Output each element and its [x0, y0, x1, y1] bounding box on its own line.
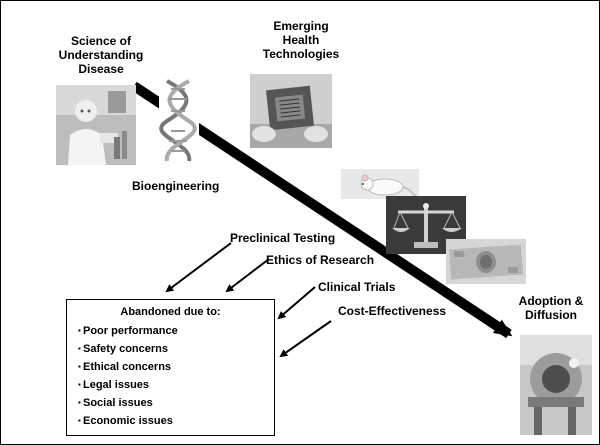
emerging-tech-label-line-2: Health	[282, 33, 320, 47]
abandoned-reasons-box: Abandoned due to: ▪Poor performance▪Safe…	[66, 299, 275, 436]
arrow-ethics	[225, 258, 270, 293]
microchip-photo	[250, 74, 332, 148]
abandoned-reason-text: Economic issues	[83, 415, 173, 427]
science-label-line-1: Science of	[70, 34, 132, 48]
money-photo	[446, 239, 526, 284]
arrow-preclinical	[165, 242, 232, 293]
adoption-label-line-1: Adoption &	[518, 294, 584, 308]
abandoned-title: Abandoned due to:	[120, 306, 221, 318]
adoption-label-line-2: Diffusion	[525, 308, 577, 322]
emerging-tech-label: Emerging Health Technologies	[246, 19, 356, 61]
abandoned-reason-item: ▪Economic issues	[78, 412, 178, 430]
abandoned-reason-text: Ethical concerns	[83, 361, 172, 373]
bullet-icon: ▪	[78, 344, 81, 353]
lab-mouse-photo	[341, 169, 419, 199]
abandoned-reason-item: ▪Poor performance	[78, 322, 178, 340]
arrow-cost	[279, 320, 332, 358]
abandoned-reason-text: Safety concerns	[83, 343, 168, 355]
preclinical-testing-label: Preclinical Testing	[230, 231, 336, 245]
science-label: Science of Understanding Disease	[51, 34, 151, 76]
abandoned-reason-item: ▪Ethical concerns	[78, 358, 178, 376]
abandoned-reason-text: Legal issues	[83, 379, 150, 391]
bioengineering-label: Bioengineering	[132, 179, 220, 193]
science-label-line-3: Disease	[78, 62, 124, 76]
abandoned-reason-text: Social issues	[83, 397, 153, 409]
bullet-icon: ▪	[78, 416, 81, 425]
abandoned-reason-item: ▪Legal issues	[78, 376, 178, 394]
scientist-photo	[56, 85, 136, 165]
bullet-icon: ▪	[78, 326, 81, 335]
emerging-tech-label-line-3: Technologies	[262, 47, 340, 61]
science-label-line-2: Understanding	[58, 48, 144, 62]
adoption-label: Adoption & Diffusion	[511, 294, 591, 322]
bullet-icon: ▪	[78, 362, 81, 371]
emerging-tech-label-line-1: Emerging	[273, 19, 329, 33]
clinical-trials-label: Clinical Trials	[318, 280, 396, 294]
abandoned-reason-text: Poor performance	[83, 325, 178, 337]
medical-imaging-machine-photo	[520, 335, 592, 435]
bullet-icon: ▪	[78, 380, 81, 389]
cost-effectiveness-label: Cost-Effectiveness	[338, 304, 447, 318]
abandoned-reason-item: ▪Safety concerns	[78, 340, 178, 358]
ethics-of-research-label: Ethics of Research	[266, 253, 375, 267]
dna-helix-image	[159, 79, 199, 163]
arrow-clinical	[277, 286, 316, 320]
bullet-icon: ▪	[78, 398, 81, 407]
abandoned-reasons-list: ▪Poor performance▪Safety concerns▪Ethica…	[78, 322, 178, 430]
abandoned-reason-item: ▪Social issues	[78, 394, 178, 412]
